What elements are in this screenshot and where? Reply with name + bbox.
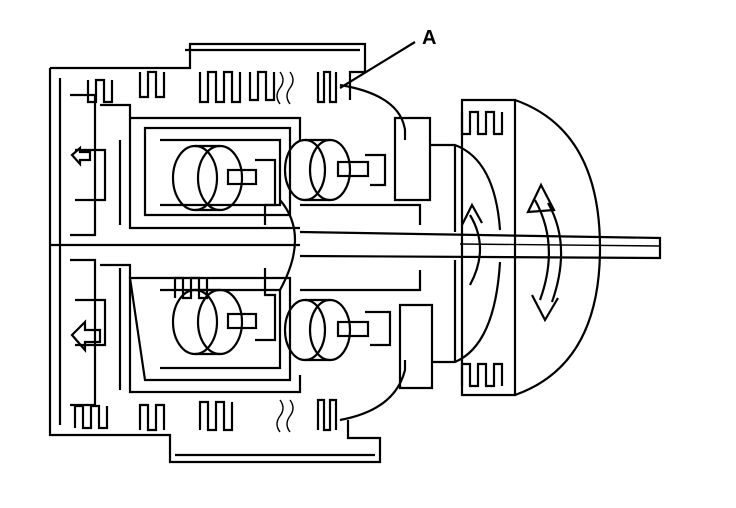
inner-rotation-arrow-icon: [461, 202, 483, 286]
roller-lower-left: [171, 288, 258, 356]
inner-frame-upper: [70, 93, 302, 237]
upper-flow-arrow-icon: [70, 145, 92, 167]
labyrinth-seal-upper: [86, 70, 338, 105]
rotation-arrow-icon: [526, 182, 563, 323]
right-end-plate: [460, 98, 602, 397]
callout-a-label: A: [422, 27, 436, 49]
flow-arrow-icon: [70, 319, 102, 353]
swept-housing-lower: [339, 260, 502, 422]
roller-upper-right: [283, 138, 387, 202]
central-coupling: [255, 158, 422, 342]
outer-housing: [48, 42, 382, 464]
roller-upper-left: [171, 144, 258, 212]
roller-lower-right: [283, 298, 392, 362]
swept-housing-upper: [339, 83, 502, 232]
callout-a: A: [339, 27, 436, 89]
labyrinth-seal-lower: [73, 276, 338, 433]
